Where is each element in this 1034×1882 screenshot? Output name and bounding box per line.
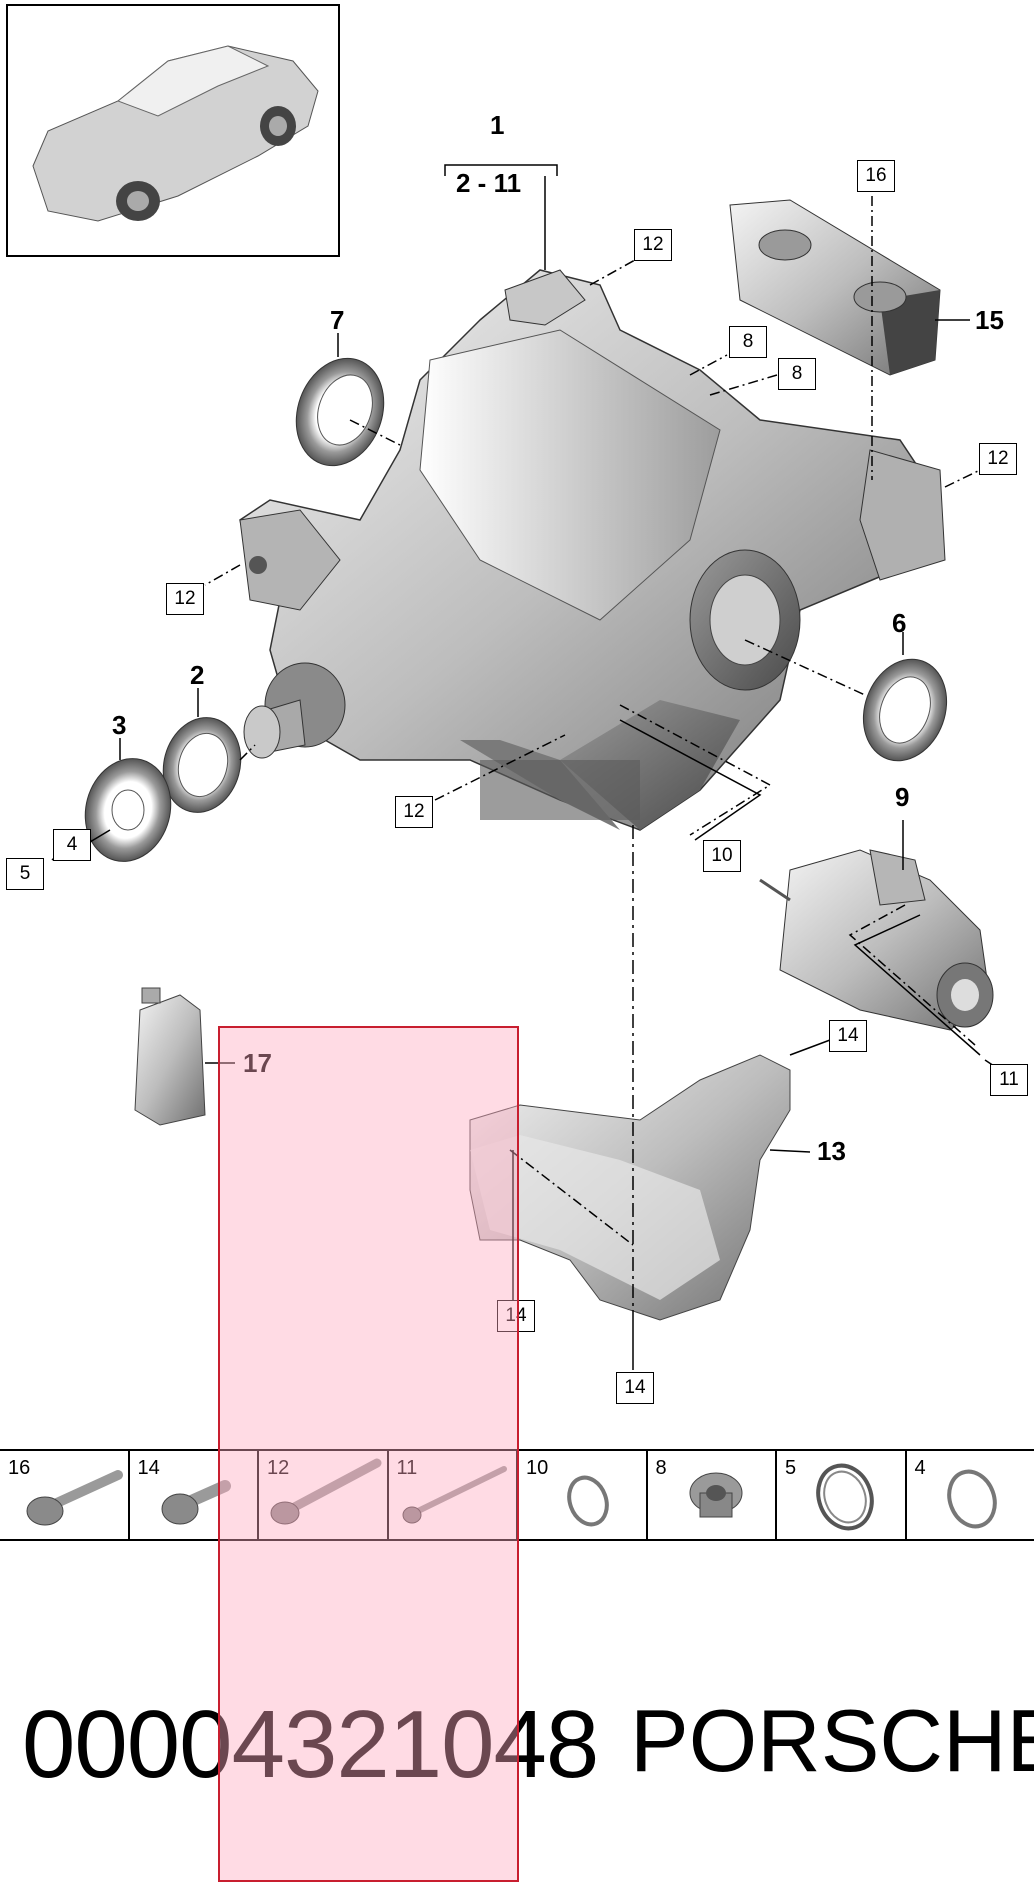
callout-16: 16: [857, 160, 895, 192]
parts-cell: 14: [130, 1451, 259, 1539]
part-number: 8: [655, 1457, 667, 1479]
callout-12-top: 12: [634, 229, 672, 261]
callout-10: 10: [703, 840, 741, 872]
long-bolt-icon: [270, 1458, 382, 1525]
part-number: 11: [396, 1457, 418, 1479]
o-ring-icon: [946, 1469, 997, 1529]
parts-cell: 16: [0, 1451, 130, 1539]
bolt-icon: [26, 1470, 123, 1526]
parts-cell: 12: [259, 1451, 389, 1539]
part-number-text: 00004321048: [22, 1691, 599, 1798]
callout-4: 4: [53, 829, 91, 861]
car-icon: [32, 45, 319, 222]
vehicle-thumbnail: [6, 4, 340, 257]
circlip-icon: [816, 1463, 874, 1531]
mount-bracket-15: [729, 199, 941, 376]
label-7: 7: [330, 305, 345, 335]
parts-cell: 8: [648, 1451, 777, 1539]
seal-7: [295, 357, 385, 467]
part-number: 14: [137, 1457, 160, 1479]
o-ring-icon: [567, 1475, 609, 1527]
label-6: 6: [892, 608, 907, 638]
label-range-2-11: 2 - 11: [456, 168, 522, 198]
washer-3: [84, 758, 172, 862]
callout-14-bottom: 14: [616, 1372, 654, 1404]
part-number: 10: [526, 1457, 549, 1479]
parts-cell: 4: [907, 1451, 1034, 1539]
parts-cell: 5: [777, 1451, 907, 1539]
part-number: 12: [267, 1457, 290, 1479]
differential-housing: [239, 269, 946, 831]
part-number: 4: [914, 1457, 926, 1479]
seal-6: [862, 658, 948, 762]
parts-strip: 16 14 12 11 10 8: [0, 1449, 1034, 1541]
callout-14-right: 14: [829, 1020, 867, 1052]
oil-bottle-17: [134, 987, 206, 1126]
plug-icon: [689, 1472, 742, 1518]
part-number: 16: [8, 1457, 31, 1479]
callout-8-lower: 8: [778, 358, 816, 390]
part-number: 5: [785, 1457, 797, 1479]
long-screw-icon: [402, 1466, 507, 1524]
label-1: 1: [490, 110, 505, 140]
callout-5: 5: [6, 858, 44, 890]
callout-11: 11: [990, 1064, 1028, 1096]
label-13: 13: [817, 1136, 846, 1166]
callout-12-left: 12: [166, 583, 204, 615]
heat-shield-13: [469, 1054, 791, 1321]
callout-8-upper: 8: [729, 326, 767, 358]
bolt-icon: [161, 1480, 231, 1525]
brand-name: PORSCHE: [630, 1691, 1034, 1790]
label-9: 9: [895, 782, 910, 812]
seal-2: [162, 717, 242, 813]
label-17: 17: [243, 1048, 272, 1078]
label-15: 15: [975, 305, 1004, 335]
callout-12-bottom: 12: [395, 796, 433, 828]
parts-cell: 10: [518, 1451, 648, 1539]
highlight-region: [218, 1026, 519, 1882]
label-2: 2: [190, 660, 205, 690]
label-3: 3: [112, 710, 127, 740]
callout-14-left: 14: [497, 1300, 535, 1332]
callout-12-right: 12: [979, 443, 1017, 475]
actuator-9: [759, 849, 994, 1031]
